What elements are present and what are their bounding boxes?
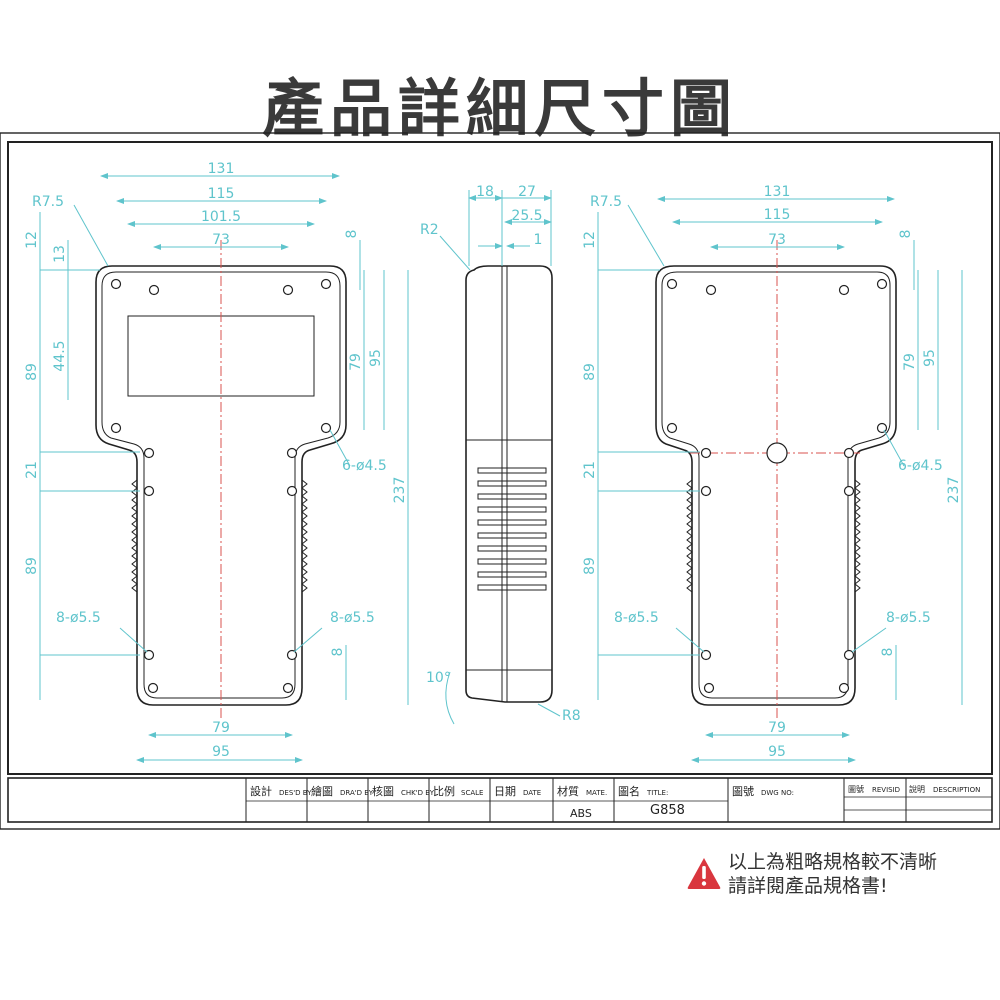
back-left-dim-12: 12 [582, 231, 598, 249]
side-radius-bottom: R8 [562, 708, 581, 724]
front-left-dim-89b: 89 [24, 557, 40, 575]
front-width-131: 131 [208, 161, 235, 177]
tb-design: 設計 [250, 784, 272, 798]
back-radius-label: R7.5 [590, 194, 622, 210]
tb-scale: 比例 [433, 784, 455, 798]
back-holes [666, 278, 888, 694]
front-right-dim-8: 8 [344, 230, 360, 239]
front-left-dim-21: 21 [24, 461, 40, 479]
side-vent-slots [477, 467, 547, 591]
back-bottom-dim-79: 79 [768, 720, 786, 736]
note-line-2: 請詳閱產品規格書! [728, 875, 888, 897]
back-outline [655, 265, 897, 706]
front-holes [110, 278, 332, 694]
tb-revision: 圖號 [848, 784, 864, 794]
back-right-dim-8: 8 [898, 230, 914, 239]
side-dim-1: 1 [534, 232, 543, 248]
spec-note: 以上為粗略規格較不清晰 請詳閱產品規格書! [686, 850, 996, 902]
tb-date-en: DATE [523, 789, 541, 797]
front-hole-label-left: 8-ø5.5 [56, 610, 101, 626]
front-bottom-dim-95: 95 [212, 744, 230, 760]
front-left-grip [131, 479, 138, 593]
back-right-grip [854, 479, 861, 593]
note-line-1: 以上為粗略規格較不清晰 [728, 851, 938, 873]
front-left-dim-44-5: 44.5 [52, 340, 68, 371]
front-right-dim-237: 237 [392, 477, 408, 504]
title-block: 設計 DES'D BY 繪圖 DRA'D BY 核圖 CHK'D BY 比例 S… [7, 777, 993, 823]
back-width-73: 73 [768, 232, 786, 248]
side-angle-label: 10° [426, 670, 451, 686]
side-outline [465, 265, 553, 703]
back-left-grip [686, 479, 693, 593]
front-width-101-5: 101.5 [201, 209, 241, 225]
front-inner-outline [101, 271, 341, 699]
side-view [439, 190, 561, 725]
tb-design-en: DES'D BY [279, 789, 312, 797]
tb-material-value: ABS [570, 807, 592, 820]
back-bottom-dim-95: 95 [768, 744, 786, 760]
tb-material: 材質 [557, 784, 579, 798]
drawing-inner-frame [7, 141, 993, 775]
back-right-dim-237: 237 [946, 477, 962, 504]
tb-scale-en: SCALE [461, 789, 483, 797]
front-outline [95, 265, 347, 706]
front-width-73: 73 [212, 232, 230, 248]
back-bottom-dim-8: 8 [880, 648, 896, 657]
back-hole-label-left: 8-ø5.5 [614, 610, 659, 626]
back-view [597, 196, 963, 763]
back-right-dim-95: 95 [922, 349, 938, 367]
front-left-dim-89a: 89 [24, 363, 40, 381]
side-radius-top: R2 [420, 222, 439, 238]
front-view [39, 173, 409, 763]
back-hole-label-right: 8-ø5.5 [886, 610, 931, 626]
front-right-grip [301, 479, 308, 593]
tb-description-en: DESCRIPTION [933, 786, 980, 794]
side-dim-25-5: 25.5 [511, 208, 542, 224]
tb-drawing-name-en: TITLE: [646, 789, 668, 797]
side-dim-27: 27 [518, 184, 536, 200]
back-width-131: 131 [764, 184, 791, 200]
back-left-dim-89a: 89 [582, 363, 598, 381]
tb-check-en: CHK'D BY [401, 789, 435, 797]
tb-description: 說明 [909, 784, 925, 794]
back-center-hole [766, 442, 788, 464]
front-hole-label-top: 6-ø4.5 [342, 458, 387, 474]
front-bottom-dim-79: 79 [212, 720, 230, 736]
back-inner-outline [661, 271, 891, 699]
tb-material-en: MATE. [586, 789, 607, 797]
tb-drawing-name-value: G858 [650, 803, 685, 818]
front-bottom-dim-8: 8 [330, 648, 346, 657]
front-dimension-labels: 131 115 101.5 73 R7.5 12 13 44.5 89 21 8… [24, 161, 408, 760]
tb-date: 日期 [494, 785, 516, 798]
tb-draw: 繪圖 [311, 784, 333, 798]
front-left-dim-13: 13 [52, 245, 68, 263]
warning-icon [687, 858, 721, 889]
tb-drawing-no-en: DWG NO: [761, 789, 794, 797]
side-dimension-labels: 18 27 25.5 1 R2 10° R8 [420, 184, 581, 724]
back-left-dim-21: 21 [582, 461, 598, 479]
drawing-frame [0, 132, 1000, 830]
tb-drawing-name: 圖名 [618, 784, 640, 798]
front-left-dim-12: 12 [24, 231, 40, 249]
tb-revision-en: REVISID [872, 786, 900, 794]
front-right-dim-95: 95 [368, 349, 384, 367]
back-left-dim-89b: 89 [582, 557, 598, 575]
back-right-dim-79: 79 [902, 353, 918, 371]
tb-check: 核圖 [372, 784, 394, 798]
front-radius-label: R7.5 [32, 194, 64, 210]
back-dimension-labels: 131 115 73 R7.5 12 89 21 89 8 79 95 237 … [582, 184, 962, 760]
tb-drawing-no: 圖號 [732, 785, 754, 798]
side-dim-18: 18 [476, 184, 494, 200]
front-width-115: 115 [208, 186, 235, 202]
back-width-115: 115 [764, 207, 791, 223]
tb-draw-en: DRA'D BY [340, 789, 374, 797]
front-hole-label-right: 8-ø5.5 [330, 610, 375, 626]
front-right-dim-79: 79 [348, 353, 364, 371]
back-hole-label-top: 6-ø4.5 [898, 458, 943, 474]
